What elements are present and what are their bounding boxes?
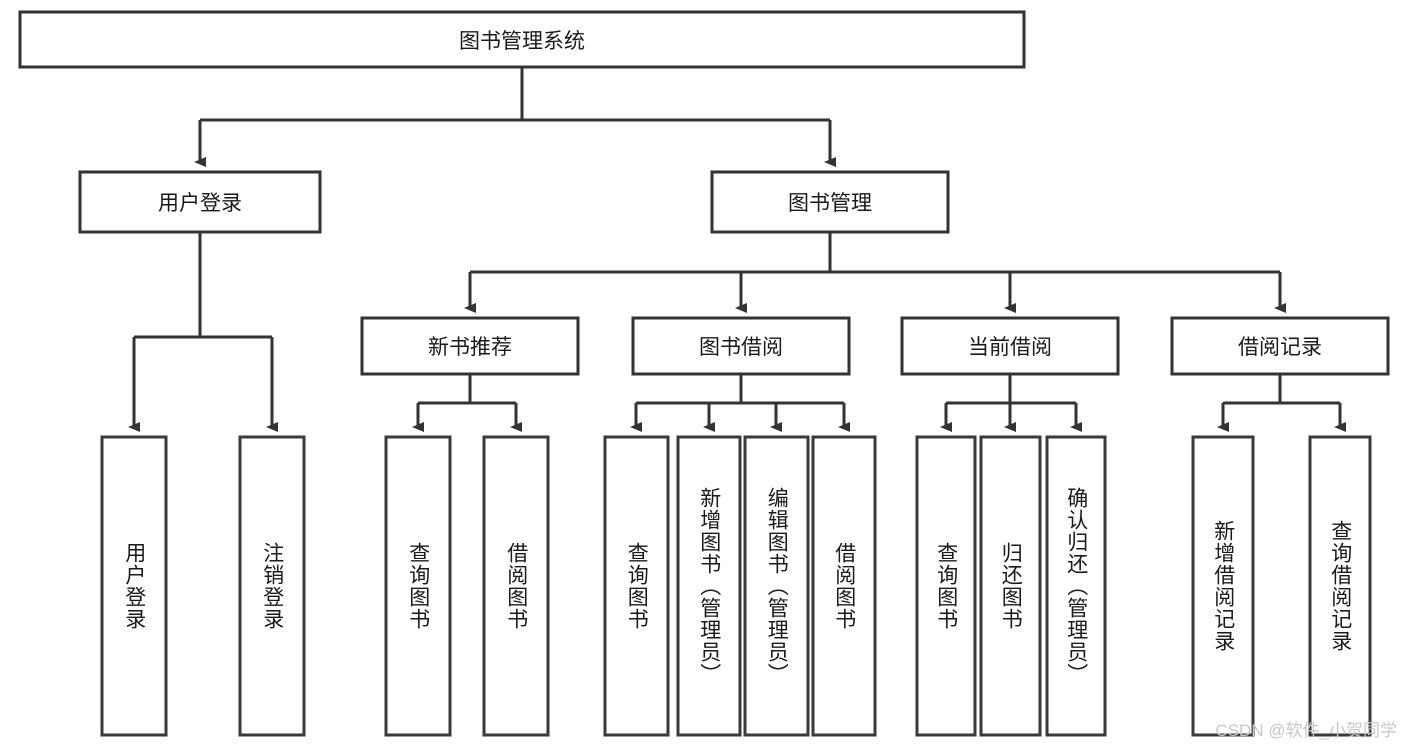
node-box-leaf-user-login[interactable] [100, 435, 168, 737]
node-box-leaf-edit-book[interactable] [743, 435, 810, 737]
node-box-leaf-add-book[interactable] [676, 435, 742, 737]
node-box-book-borrow[interactable] [631, 316, 851, 376]
node-box-leaf-borrow-book-2[interactable] [811, 435, 877, 737]
node-box-current-borrow[interactable] [900, 316, 1120, 376]
connector-group-root [194, 67, 836, 167]
node-box-leaf-confirm-return[interactable] [1045, 435, 1107, 737]
node-box-leaf-query-book-2[interactable] [603, 435, 670, 737]
connector-group-book-borrow [630, 374, 850, 432]
node-box-leaf-query-record[interactable] [1308, 435, 1372, 737]
connector-group-borrow-record [1217, 374, 1346, 432]
watermark-text: CSDN @软件_小贺同学 [1215, 721, 1397, 740]
connector-group-user-login [128, 232, 278, 432]
node-box-leaf-return-book[interactable] [979, 435, 1042, 737]
node-box-new-book-rec[interactable] [360, 316, 580, 376]
connector-group-current-borrow [940, 374, 1082, 432]
node-box-user-login[interactable] [78, 170, 322, 234]
node-box-leaf-query-book-1[interactable] [384, 435, 452, 737]
node-box-leaf-query-book-3[interactable] [915, 435, 977, 737]
node-box-book-manage[interactable] [710, 170, 950, 234]
node-box-leaf-logout-login[interactable] [238, 435, 306, 737]
connector-group-new-book-rec [412, 374, 522, 432]
node-box-root[interactable] [18, 10, 1026, 69]
node-box-leaf-add-record[interactable] [1191, 435, 1255, 737]
node-box-leaf-borrow-book-1[interactable] [482, 435, 550, 737]
node-box-borrow-record[interactable] [1170, 316, 1390, 376]
connector-group-book-manage [464, 232, 1286, 313]
